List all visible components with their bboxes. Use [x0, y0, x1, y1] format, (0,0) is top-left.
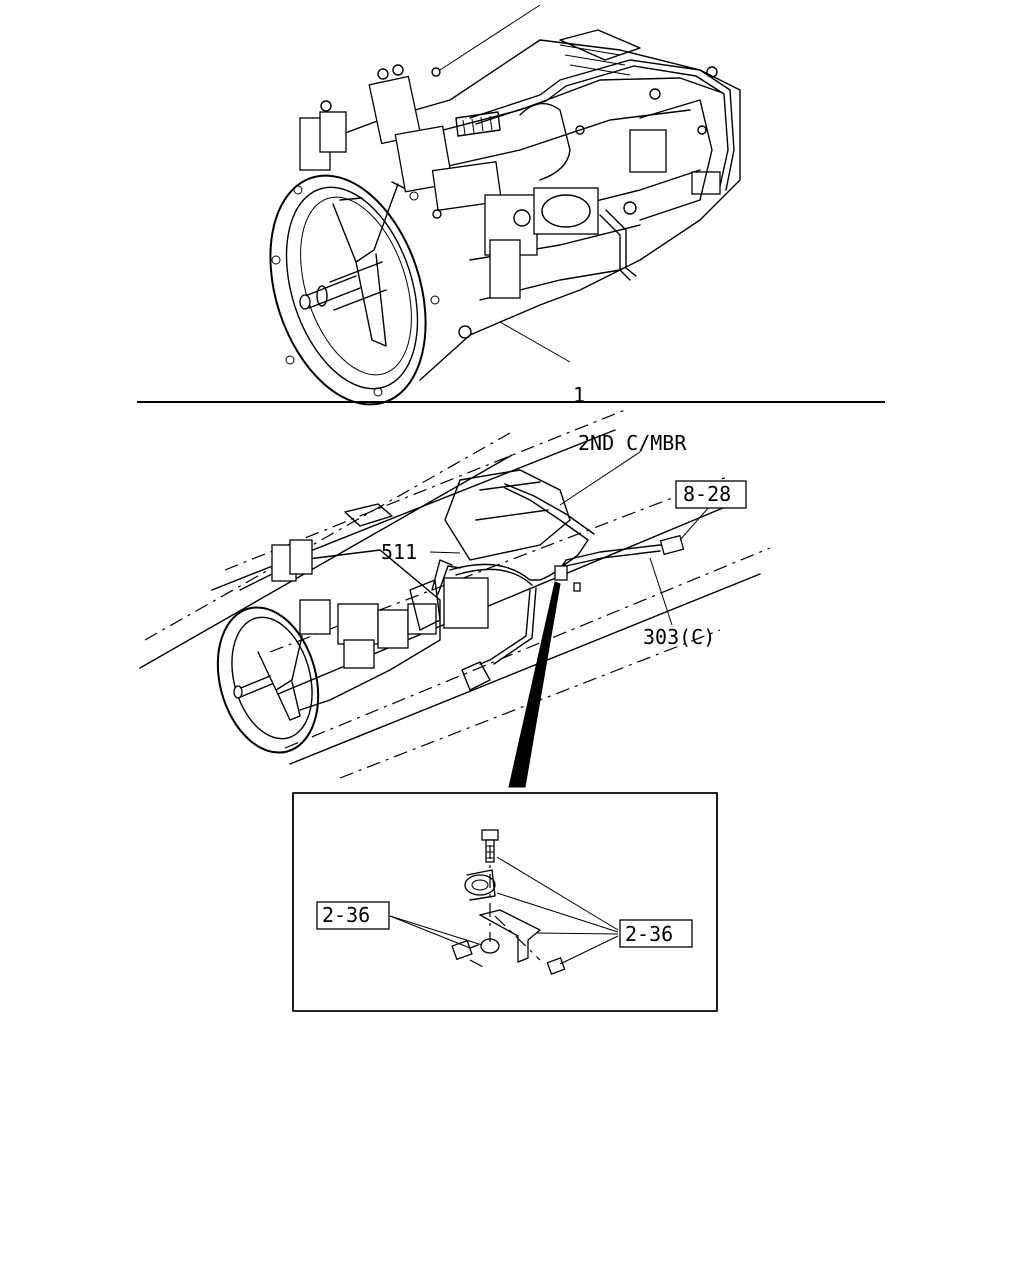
ref-box-2-36-left	[316, 901, 390, 930]
leader-1	[499, 321, 571, 363]
clamp-detail	[389, 829, 619, 975]
ref-box-8-28	[675, 480, 747, 509]
ref-2-36-left: 2-36	[322, 903, 370, 927]
leader-511	[429, 551, 461, 554]
transmission-assembly	[269, 4, 741, 406]
callout-2nd-cmbr: 2ND C/MBR	[578, 431, 687, 455]
ref-8-28: 8-28	[683, 482, 731, 506]
leader-303c	[649, 557, 673, 626]
callout-303c: 303(C)	[643, 625, 715, 649]
ref-2-36-right: 2-36	[625, 922, 673, 946]
detail-pointer	[508, 581, 561, 788]
detail-frame	[292, 792, 718, 1012]
leader-top	[439, 4, 541, 71]
callout-511: 511	[381, 540, 417, 564]
leader-8-28	[679, 505, 711, 541]
ref-box-2-36-right	[619, 919, 693, 948]
chassis-installation-view	[139, 409, 771, 788]
callout-1: 1	[573, 383, 585, 407]
leader-2nd-cmbr	[559, 451, 641, 506]
